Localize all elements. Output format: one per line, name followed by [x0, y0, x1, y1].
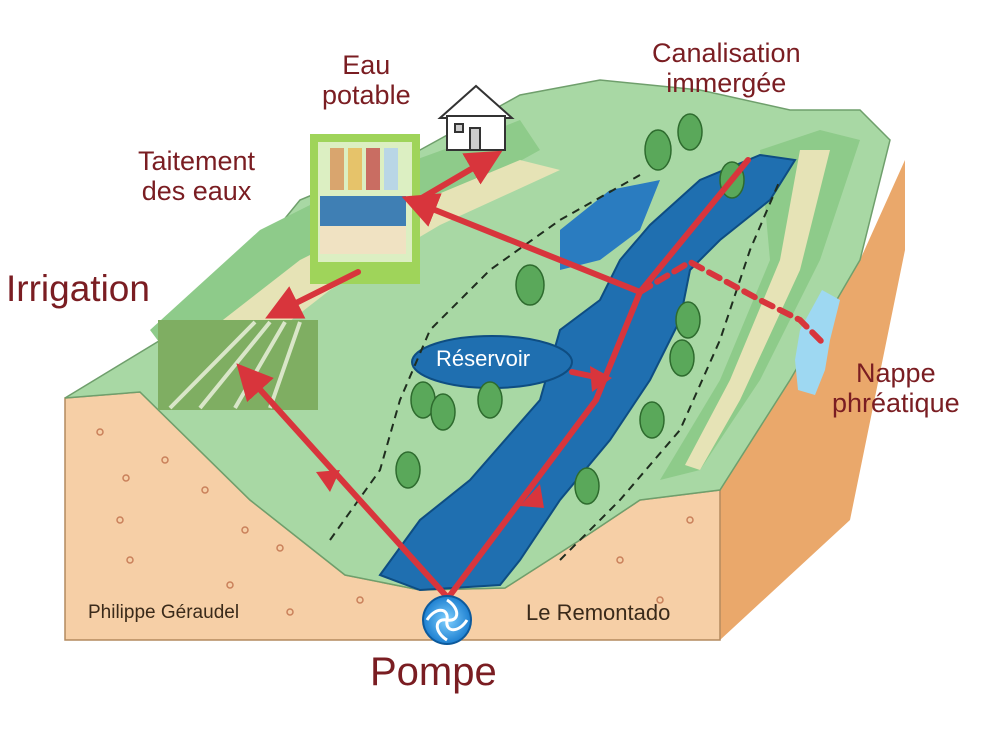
label-traitement-line2: des eaux [141, 176, 252, 207]
label-canalisation: Canalisation immergée [652, 38, 801, 98]
house-icon [437, 84, 515, 151]
label-canalisation-line1: Canalisation [652, 38, 801, 68]
credit-right: Le Remontado [526, 600, 671, 625]
return-arrowhead [316, 470, 340, 492]
block-side-face [700, 160, 905, 640]
label-traitement: Taitement des eaux [138, 146, 255, 206]
field-icon [158, 320, 318, 410]
label-nappe-line1: Nappe [856, 358, 936, 388]
label-nappe: Nappe phréatique [832, 358, 960, 418]
credit-left: Philippe Géraudel [88, 602, 240, 623]
label-eau-potable-line1: Eau [342, 50, 391, 80]
dashed-boundary-2 [559, 179, 781, 561]
label-traitement-line1: Taitement [138, 146, 256, 176]
label-eau-potable: Eau potable [322, 50, 411, 110]
label-nappe-line2: phréatique [832, 388, 960, 419]
label-irrigation: Irrigation [6, 268, 150, 309]
water-flow-arrows [236, 150, 828, 601]
pump-icon [422, 595, 472, 645]
label-eau-potable-line2: potable [322, 80, 411, 111]
soil-pebbles [96, 428, 694, 616]
water-table [795, 290, 840, 395]
label-reservoir: Réservoir [436, 346, 531, 371]
treatment-plant-icon [310, 134, 420, 284]
reservoir-arrowhead [590, 366, 612, 392]
dashed-boundary [329, 174, 641, 541]
label-canalisation-line2: immergée [666, 68, 787, 99]
river-loop [560, 180, 660, 270]
sand-strip-right [685, 150, 830, 470]
label-pompe: Pompe [370, 650, 497, 694]
canal-arrowhead [520, 484, 544, 508]
